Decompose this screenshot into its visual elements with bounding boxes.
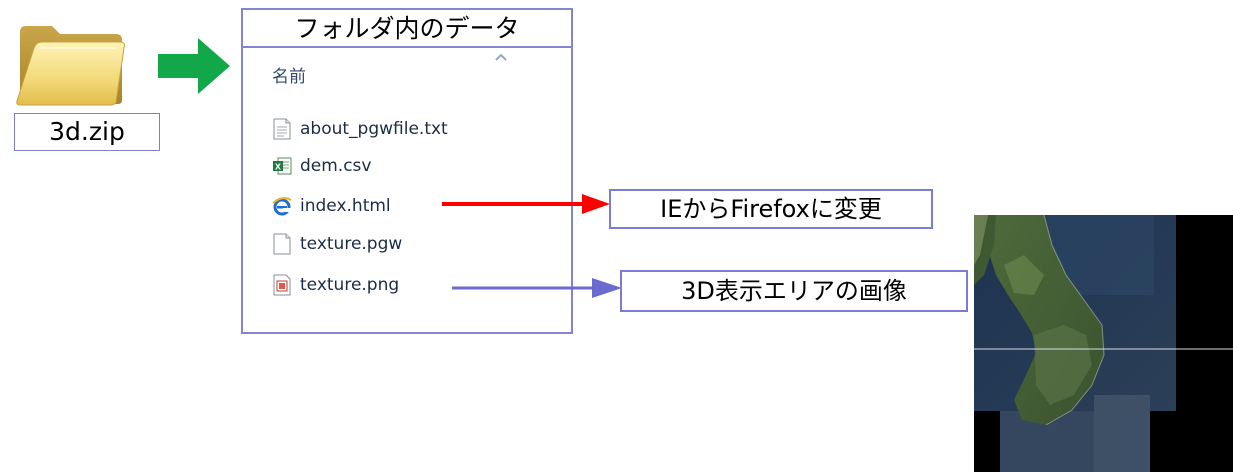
ie-html-icon [272, 197, 292, 216]
zip-folder-icon [16, 26, 125, 106]
file-name: texture.png [300, 275, 400, 295]
file-row-texture-pgw[interactable]: texture.pgw [272, 229, 402, 259]
green-right-arrow [158, 38, 230, 94]
file-row-about-pgwfile[interactable]: about_pgwfile.txt [272, 114, 448, 144]
file-name: index.html [300, 196, 391, 216]
satellite-texture-image [974, 215, 1233, 472]
texture-image-callout: 3D表示エリアの画像 [620, 270, 968, 312]
file-name: dem.csv [300, 156, 372, 176]
blank-file-icon [273, 233, 291, 255]
file-row-dem-csv[interactable]: X dem.csv [272, 151, 371, 181]
file-name: texture.pgw [300, 234, 403, 254]
file-row-index-html[interactable]: index.html [272, 191, 391, 221]
name-column-header[interactable]: 名前 [272, 67, 306, 87]
svg-text:X: X [275, 163, 282, 172]
sort-ascending-icon [495, 53, 507, 61]
zip-file-label: 3d.zip [14, 113, 160, 151]
blue-right-arrow [452, 278, 622, 298]
panel-title: フォルダ内のデータ [241, 8, 573, 48]
red-right-arrow [442, 194, 610, 214]
excel-csv-icon: X [273, 157, 292, 175]
text-file-icon [273, 118, 291, 140]
file-row-texture-png[interactable]: texture.png [272, 270, 399, 300]
file-name: about_pgwfile.txt [300, 119, 448, 139]
image-file-icon [273, 274, 291, 296]
browser-change-callout: IEからFirefoxに変更 [609, 189, 933, 229]
folder-contents-panel [241, 46, 573, 334]
